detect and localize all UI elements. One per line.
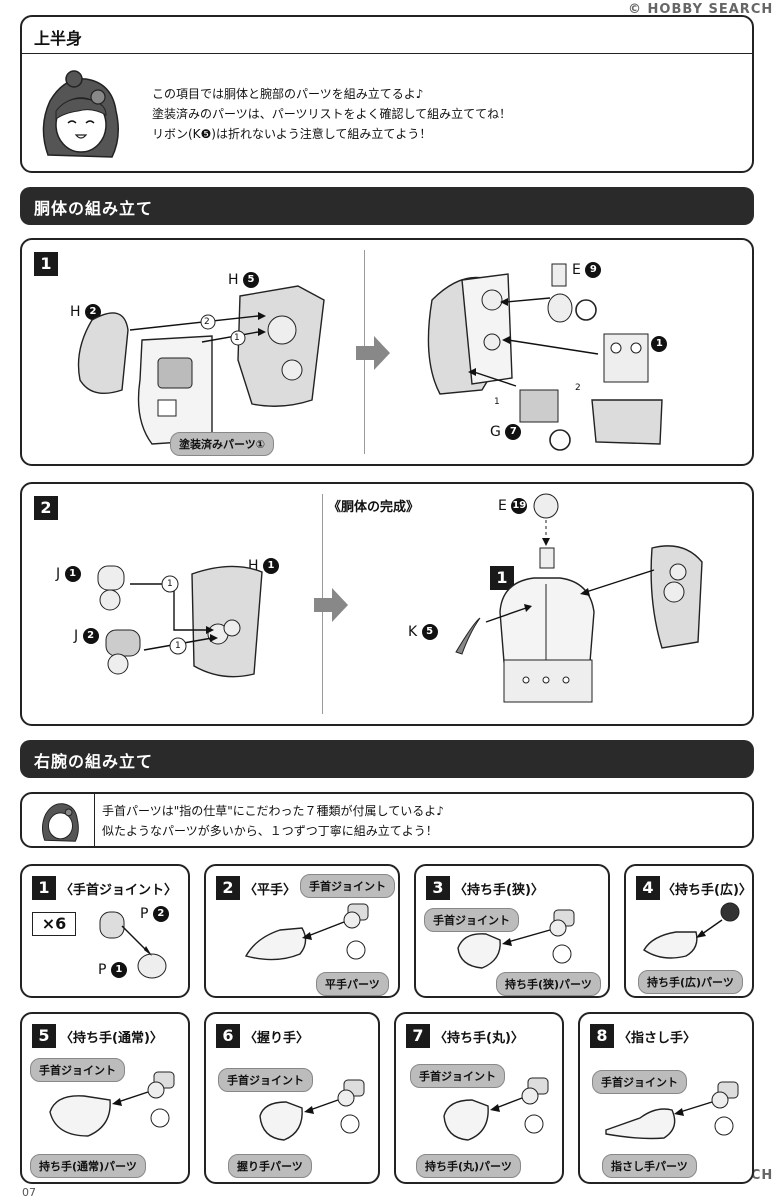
- note-divider: [94, 794, 95, 846]
- arm-step4-bottom-pill: 持ち手(広)パーツ: [638, 970, 743, 994]
- arm-step3-top-pill: 手首ジョイント: [424, 908, 519, 932]
- arm-step4-number: 4: [636, 876, 660, 900]
- arm-step4-box: 4 〈持ち手(広)〉 持ち手(広)パーツ: [624, 864, 754, 998]
- arm-step8-box: 8 〈指さし手〉 手首ジョイント 指さし手パーツ: [578, 1012, 754, 1184]
- torso-heading-bar: 胴体の組み立て: [20, 187, 754, 225]
- order-marker-1: 1: [234, 333, 240, 343]
- torso-step2-left-illustration: [97, 565, 263, 678]
- arm-step2-number: 2: [216, 876, 240, 900]
- arm-step3-box: 3 〈持ち手(狭)〉 手首ジョイント 持ち手(狭)パーツ: [414, 864, 610, 998]
- watermark-top: © HOBBY SEARCH: [628, 2, 774, 17]
- painted-parts-badge: 塗装済みパーツ①: [170, 432, 275, 456]
- arm-step2-bottom-pill: 平手パーツ: [316, 972, 389, 996]
- torso-step2-number: 2: [34, 496, 58, 520]
- arm-step7-top-pill: 手首ジョイント: [410, 1064, 505, 1088]
- fist-hand-illustration: [259, 1079, 365, 1141]
- wrist-joint-illustration: [99, 911, 167, 979]
- torso-complete-title: 《胴体の完成》: [328, 500, 420, 515]
- round-grip-hand-illustration: [443, 1077, 549, 1141]
- order-marker-2b: 2: [575, 383, 581, 393]
- normal-grip-hand-illustration: [49, 1071, 175, 1137]
- label-h2: H 2: [70, 304, 101, 320]
- label-h1: H 1: [248, 558, 279, 574]
- arm-step7-number: 7: [406, 1024, 430, 1048]
- arm-step8-title: 〈指さし手〉: [618, 1031, 697, 1046]
- right-arm-heading: 右腕の組み立て: [34, 752, 154, 771]
- arm-step6-box: 6 〈握り手〉 手首ジョイント 握り手パーツ: [204, 1012, 380, 1184]
- arm-step2-top-pill: 手首ジョイント: [300, 874, 395, 898]
- torso-step2-box: 2 《胴体の完成》 J 1 J 2 H 1 1 1 E 19 K 5 1: [20, 482, 754, 726]
- arm-step7-box: 7 〈持ち手(丸)〉 手首ジョイント 持ち手(丸)パーツ: [394, 1012, 564, 1184]
- label-p1: P 1: [98, 962, 127, 978]
- narrow-grip-hand-illustration: [457, 909, 575, 969]
- multiplier-badge: ×6: [32, 912, 76, 936]
- mascot-small-icon: [42, 803, 79, 842]
- step-arrow: [314, 588, 348, 622]
- arm-step8-top-pill: 手首ジョイント: [592, 1070, 687, 1094]
- intro-line-3: リボン(K❺)は折れないよう注意して組み立てよう！: [152, 127, 432, 141]
- arm-step8-number: 8: [590, 1024, 614, 1048]
- arm-step2-title: 〈平手〉: [244, 883, 297, 898]
- arm-step6-bottom-pill: 握り手パーツ: [228, 1154, 312, 1178]
- arm-step7-bottom-pill: 持ち手(丸)パーツ: [416, 1154, 521, 1178]
- flat-hand-illustration: [244, 903, 369, 961]
- page-number: 07: [22, 1186, 36, 1199]
- arm-step4-title: 〈持ち手(広)〉: [662, 883, 752, 898]
- label-e19: E 19: [498, 498, 528, 514]
- right-arm-note-box: 手首パーツは"指の仕草"にこだわった７種類が付属しているよ♪ 似たようなパーツが…: [20, 792, 754, 848]
- arm-step7-title: 〈持ち手(丸)〉: [434, 1031, 524, 1046]
- right-arm-heading-bar: 右腕の組み立て: [20, 740, 754, 778]
- wide-grip-hand-illustration: [643, 902, 740, 959]
- torso-step2-sub-number: 1: [490, 566, 514, 590]
- arm-step5-box: 5 〈持ち手(通常)〉 手首ジョイント 持ち手(通常)パーツ: [20, 1012, 190, 1184]
- arm-step8-bottom-pill: 指さし手パーツ: [602, 1154, 697, 1178]
- note-line-2: 似たようなパーツが多いから、１つずつ丁寧に組み立てよう！: [102, 824, 438, 838]
- arm-step6-title: 〈握り手〉: [244, 1031, 310, 1046]
- step-arrow: [356, 336, 390, 370]
- arm-step1-title: 〈手首ジョイント〉: [60, 883, 178, 898]
- order-marker-1b: 1: [494, 397, 500, 407]
- torso-step1-number: 1: [34, 252, 58, 276]
- arm-step2-box: 2 〈平手〉 手首ジョイント 平手パーツ: [204, 864, 400, 998]
- arm-step3-bottom-pill: 持ち手(狭)パーツ: [496, 972, 601, 996]
- label-e9: E 9: [572, 262, 602, 278]
- torso-complete-illustration: [455, 493, 703, 703]
- arm-step1-number: 1: [32, 876, 56, 900]
- label-h5: H 5: [228, 272, 259, 288]
- intro-line-2: 塗装済みのパーツは、パーツリストをよく確認して組み立ててね！: [152, 107, 512, 121]
- intro-line-1: この項目では胴体と腕部のパーツを組み立てるよ♪: [152, 87, 424, 101]
- arm-step1-box: 1 〈手首ジョイント〉 ×6 P 2 P 1: [20, 864, 190, 998]
- torso-step1-right-illustration: [427, 263, 663, 451]
- arm-step5-title: 〈持ち手(通常)〉: [60, 1031, 163, 1046]
- intro-box: 上半身 この項目では胴体と腕部のパーツを組み立てるよ♪ 塗装済みのパーツは、パー…: [20, 15, 754, 173]
- torso-heading: 胴体の組み立て: [34, 199, 154, 218]
- label-j2: J 2: [74, 628, 99, 644]
- intro-title: 上半身: [34, 29, 83, 48]
- order-marker-j2: 1: [175, 641, 181, 651]
- torso-step1-box: 1 H 2 H 5 2 1 塗装済みパーツ① E 9 G 1 G 7: [20, 238, 754, 466]
- intro-divider: [22, 53, 752, 54]
- arm-step5-bottom-pill: 持ち手(通常)パーツ: [30, 1154, 146, 1178]
- label-k5: K 5: [408, 624, 438, 640]
- arm-step3-title: 〈持ち手(狭)〉: [454, 883, 544, 898]
- label-j1: J 1: [56, 566, 81, 582]
- arm-step5-number: 5: [32, 1024, 56, 1048]
- label-g7: G 7: [490, 424, 522, 440]
- arm-step5-top-pill: 手首ジョイント: [30, 1058, 125, 1082]
- torso-step1-left-illustration: [77, 285, 325, 445]
- arm-step6-top-pill: 手首ジョイント: [218, 1068, 313, 1092]
- mascot-icon: [42, 70, 119, 158]
- note-line-1: 手首パーツは"指の仕草"にこだわった７種類が付属しているよ♪: [102, 804, 444, 818]
- order-marker-2: 2: [204, 317, 210, 327]
- arm-step6-number: 6: [216, 1024, 240, 1048]
- pointing-hand-illustration: [605, 1081, 739, 1140]
- arm-step3-number: 3: [426, 876, 450, 900]
- label-p2: P 2: [140, 906, 169, 922]
- order-marker-j1: 1: [167, 579, 173, 589]
